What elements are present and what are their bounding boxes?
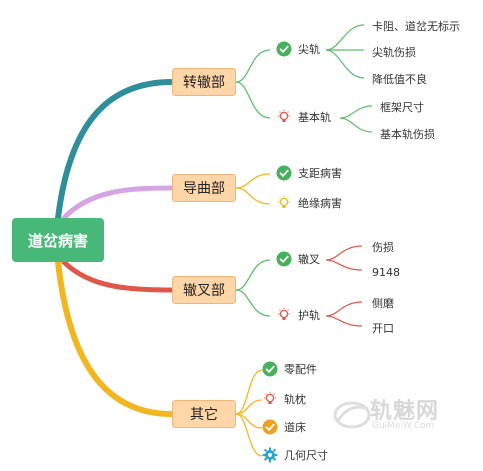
check-circle-orange-icon xyxy=(262,419,278,435)
leaf-side-wear[interactable]: 侧磨 xyxy=(372,297,394,310)
node-label: 护轨 xyxy=(298,309,320,322)
category-label: 转辙部 xyxy=(183,75,225,91)
lightbulb-icon xyxy=(276,307,292,323)
check-circle-icon xyxy=(276,41,292,57)
node-fittings[interactable]: 零配件 xyxy=(262,361,317,377)
check-circle-icon xyxy=(276,165,292,181)
node-label: 绝缘病害 xyxy=(298,197,342,210)
watermark-subtitle: GuiMeiW.Com xyxy=(372,421,435,431)
leaf-stock-rail-damage[interactable]: 基本轨伤损 xyxy=(380,128,435,141)
watermark-logo-icon xyxy=(333,401,371,429)
node-geometry[interactable]: 几何尺寸 xyxy=(262,447,328,463)
branch-line-other xyxy=(55,259,175,417)
category-label: 辙叉部 xyxy=(183,283,225,299)
node-switch-rail[interactable]: 尖轨 xyxy=(276,41,320,57)
category-label: 导曲部 xyxy=(183,181,225,197)
leaf-frog-damage[interactable]: 伤损 xyxy=(372,241,394,254)
category-node-frog[interactable]: 辙叉部 xyxy=(172,276,236,304)
root-node[interactable]: 道岔病害 xyxy=(12,218,104,262)
node-label: 轨枕 xyxy=(284,393,306,406)
watermark-title: 轨魅网 xyxy=(370,398,440,424)
node-guard-rail[interactable]: 护轨 xyxy=(276,307,320,323)
gear-icon xyxy=(262,447,278,463)
leaf-frame-size[interactable]: 框架尺寸 xyxy=(380,101,424,114)
node-label: 基本轨 xyxy=(298,111,331,124)
node-label: 支距病害 xyxy=(298,167,342,180)
lightbulb-icon xyxy=(262,391,278,407)
node-frog-part[interactable]: 辙叉 xyxy=(276,251,320,267)
branch-line-frog xyxy=(61,259,175,293)
node-insulation-defect[interactable]: 绝缘病害 xyxy=(276,195,342,211)
node-offset-defect[interactable]: 支距病害 xyxy=(276,165,342,181)
lightbulb-icon xyxy=(276,109,292,125)
node-label: 道床 xyxy=(284,421,306,434)
leaf-switch-rail-damage[interactable]: 尖轨伤损 xyxy=(372,46,416,59)
branch-line-lead xyxy=(61,185,175,221)
branch-line-turnout xyxy=(55,79,175,221)
node-label: 辙叉 xyxy=(298,253,320,266)
node-label: 零配件 xyxy=(284,363,317,376)
watermark: 轨魅网 GuiMeiW.Com xyxy=(332,393,462,441)
node-stock-rail[interactable]: 基本轨 xyxy=(276,109,331,125)
category-node-turnout[interactable]: 转辙部 xyxy=(172,68,236,96)
leaf-lowering-value[interactable]: 降低值不良 xyxy=(372,73,427,86)
category-node-other[interactable]: 其它 xyxy=(172,400,236,428)
category-node-lead-curve[interactable]: 导曲部 xyxy=(172,174,236,202)
root-label: 道岔病害 xyxy=(27,231,88,250)
leaf-blocking-no-indication[interactable]: 卡阻、道岔无标示 xyxy=(372,20,460,33)
leaf-frog-9148[interactable]: 9148 xyxy=(372,266,400,279)
check-circle-icon xyxy=(262,361,278,377)
check-circle-icon xyxy=(276,251,292,267)
node-ballast-bed[interactable]: 道床 xyxy=(262,419,306,435)
category-label: 其它 xyxy=(190,407,218,423)
leaf-opening[interactable]: 开口 xyxy=(372,322,394,335)
node-label: 几何尺寸 xyxy=(284,449,328,462)
lightbulb-icon xyxy=(276,195,292,211)
node-label: 尖轨 xyxy=(298,43,320,56)
node-sleeper[interactable]: 轨枕 xyxy=(262,391,306,407)
